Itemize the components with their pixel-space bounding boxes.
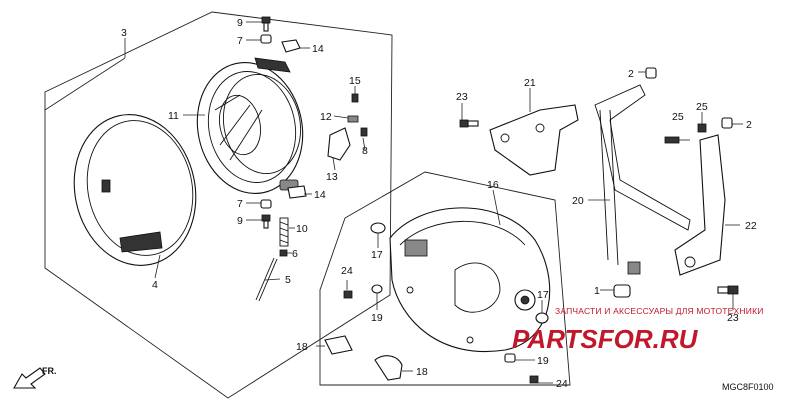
callout-20: 20 — [572, 195, 584, 207]
headlight-assembly-frame — [44, 11, 393, 399]
clamp-18-left — [324, 335, 353, 355]
headlight-unit — [196, 57, 304, 195]
callout-25-right: 25 — [696, 101, 708, 113]
callout-19-left: 19 — [371, 312, 383, 324]
callout-5: 5 — [285, 274, 291, 286]
callout-3: 3 — [121, 27, 127, 39]
front-direction-label: FR. — [42, 366, 57, 376]
nut-25-right — [697, 123, 707, 133]
headlight-case — [389, 207, 551, 352]
nut-2-right — [721, 117, 733, 129]
callout-7-bottom: 7 — [237, 198, 243, 210]
callout-17-left: 17 — [371, 249, 383, 261]
screw-9-top — [261, 16, 271, 32]
grommet-17-left — [370, 222, 386, 234]
callout-12: 12 — [320, 111, 332, 123]
callout-10: 10 — [296, 223, 308, 235]
spring-10 — [279, 217, 289, 247]
nut-7-top — [260, 34, 272, 44]
callout-labels: 3 4 5 6 7 7 8 9 9 10 11 12 13 14 14 15 1… — [121, 17, 757, 390]
leader-lines — [44, 21, 743, 384]
rim-ring — [73, 114, 197, 266]
callout-2-right: 2 — [746, 119, 752, 131]
callout-9-bottom: 9 — [237, 215, 243, 227]
callout-22: 22 — [745, 220, 757, 232]
callout-19-right: 19 — [537, 355, 549, 367]
bolt-25-left — [664, 136, 680, 144]
collar-19-left — [371, 284, 383, 294]
watermark-tagline: ЗАПЧАСТИ И АКСЕССУАРЫ ДЛЯ МОТОТЕХНИКИ — [555, 306, 764, 316]
callout-18-left: 18 — [296, 341, 308, 353]
callout-14-bottom: 14 — [314, 189, 326, 201]
callout-21: 21 — [524, 77, 536, 89]
callout-6: 6 — [292, 248, 298, 260]
callout-24-left: 24 — [341, 265, 353, 277]
watermark-logo: PARTSFOR.RU — [512, 324, 699, 354]
callout-25-left: 25 — [672, 111, 684, 123]
clip-14-bottom — [287, 185, 307, 199]
callout-8: 8 — [362, 145, 368, 157]
callout-14-top: 14 — [312, 43, 324, 55]
callout-15: 15 — [349, 75, 361, 87]
bracket-13 — [327, 115, 359, 161]
clip-14-top — [281, 39, 301, 53]
collar-1 — [613, 284, 631, 298]
callout-4: 4 — [152, 279, 158, 291]
bolt-15 — [351, 93, 359, 103]
bolt-24-left — [343, 290, 353, 299]
collar-19-right — [504, 353, 516, 363]
callout-16: 16 — [487, 179, 499, 191]
bolt-23-bottom — [717, 285, 739, 295]
nut-2-left — [645, 67, 657, 79]
stay-20 — [594, 84, 691, 275]
callout-9-top: 9 — [237, 17, 243, 29]
callout-17-right: 17 — [537, 289, 549, 301]
bolt-8 — [360, 127, 368, 137]
nut-7-bottom — [260, 199, 272, 209]
headlight-case-frame — [319, 171, 571, 386]
bolt-23-top — [459, 119, 479, 128]
callout-23-bottom: 23 — [727, 312, 739, 324]
front-direction-arrow: FR. — [13, 366, 57, 389]
callout-2-left: 2 — [628, 68, 634, 80]
grommet-17-right — [535, 312, 549, 324]
callout-7-top: 7 — [237, 35, 243, 47]
callout-11: 11 — [168, 110, 179, 122]
watermark: ЗАПЧАСТИ И АКСЕССУАРЫ ДЛЯ МОТОТЕХНИКИ PA… — [512, 306, 764, 354]
clamp-18-right — [374, 355, 403, 381]
bolt-24-right — [529, 375, 539, 384]
bracket-21 — [489, 104, 579, 176]
screw-9-bottom — [261, 214, 271, 229]
callout-23-top: 23 — [456, 91, 468, 103]
callout-1: 1 — [594, 285, 600, 297]
diagram-code: MGC8F0100 — [722, 382, 774, 392]
callout-24-right: 24 — [556, 378, 568, 390]
callout-13: 13 — [326, 171, 338, 183]
callout-18-right: 18 — [416, 366, 428, 378]
stay-22 — [674, 134, 726, 276]
